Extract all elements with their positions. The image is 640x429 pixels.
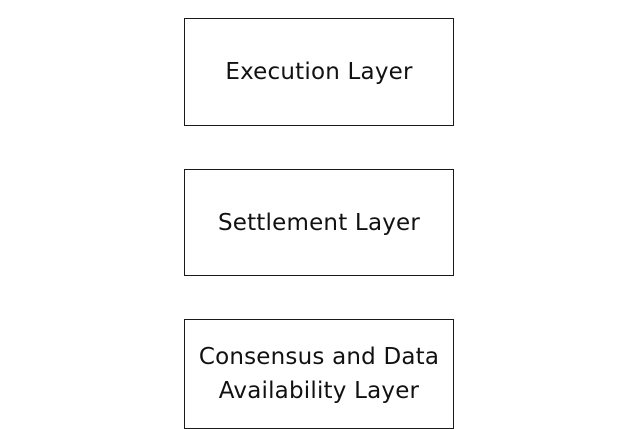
execution-layer-label: Execution Layer xyxy=(225,59,413,85)
settlement-layer-label: Settlement Layer xyxy=(217,209,421,236)
consensus-data-availability-layer-box: Consensus and Data Availability Layer xyxy=(184,319,454,429)
settlement-layer-box: Settlement Layer xyxy=(184,169,454,276)
consensus-data-availability-layer-label: Consensus and Data Availability Layer xyxy=(198,344,440,404)
layer-stack-diagram: Execution Layer Settlement Layer Consens… xyxy=(184,18,454,429)
execution-layer-box: Execution Layer xyxy=(184,18,454,126)
